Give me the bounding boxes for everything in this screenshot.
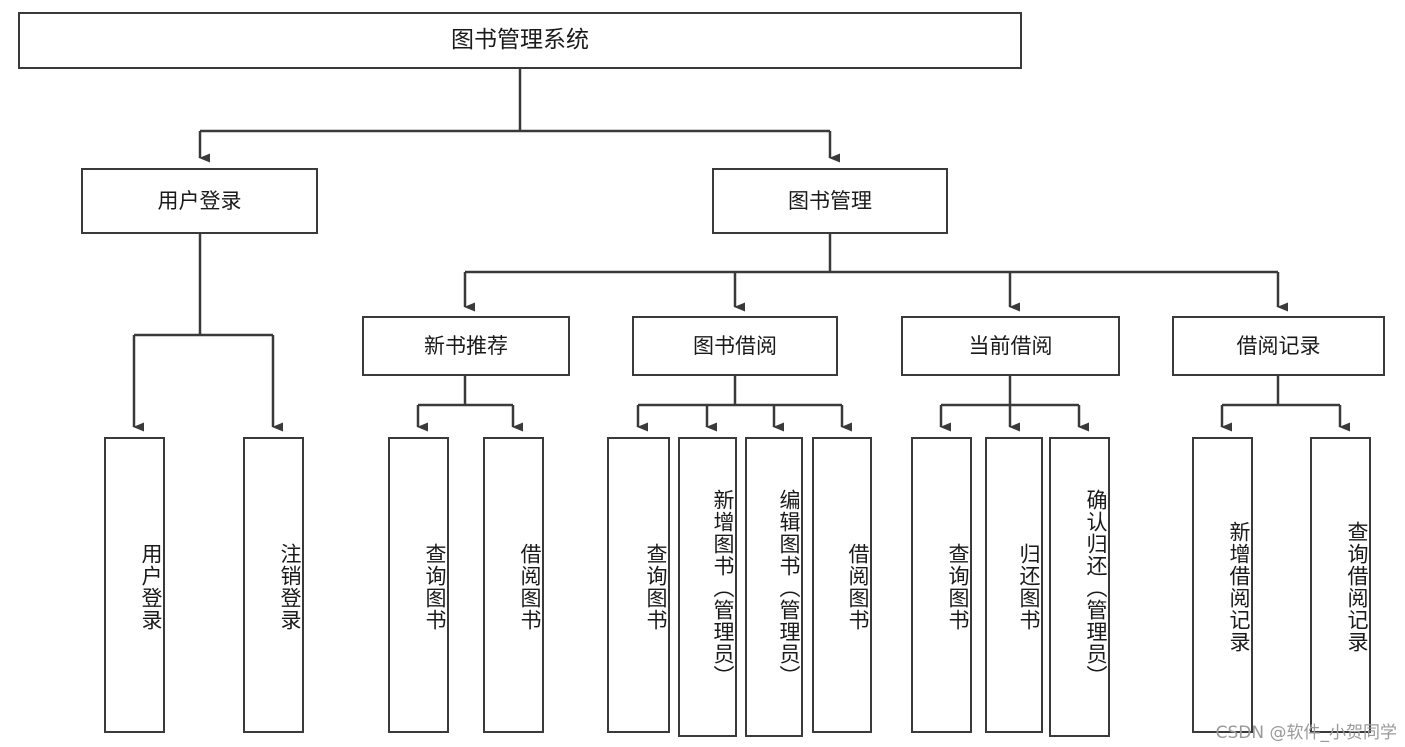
node-current-borrow[interactable]: 当前借阅	[901, 316, 1120, 376]
leaf-edit-book-admin[interactable]: 编辑图书（管理员）	[745, 437, 803, 737]
node-label: 注销登录	[278, 543, 302, 631]
node-book-management[interactable]: 图书管理	[712, 168, 948, 234]
leaf-logout[interactable]: 注销登录	[243, 437, 304, 733]
node-label: 借阅图书	[846, 543, 870, 631]
node-label: 用户登录	[157, 188, 242, 213]
node-label: 新增借阅记录	[1227, 521, 1251, 653]
node-label: 归还图书	[1017, 543, 1041, 631]
leaf-query-borrow-record[interactable]: 查询借阅记录	[1310, 437, 1371, 733]
leaf-query-book-borrow[interactable]: 查询图书	[607, 437, 670, 733]
node-label: 查询借阅记录	[1345, 521, 1369, 653]
node-label: 新增图书（管理员）	[711, 489, 735, 687]
node-label: 查询图书	[946, 543, 970, 631]
node-root-system[interactable]: 图书管理系统	[18, 12, 1022, 69]
node-label: 图书管理	[788, 188, 872, 213]
node-label: 图书管理系统	[451, 26, 589, 53]
leaf-add-book-admin[interactable]: 新增图书（管理员）	[678, 437, 737, 737]
leaf-query-book-recommend[interactable]: 查询图书	[388, 437, 449, 733]
node-label: 查询图书	[644, 543, 668, 631]
csdn-watermark: CSDN @软件_小贺同学	[1215, 723, 1397, 743]
node-label: 编辑图书（管理员）	[777, 489, 801, 687]
node-label: 借阅图书	[518, 543, 542, 631]
node-user-login[interactable]: 用户登录	[81, 168, 318, 234]
leaf-query-book-current[interactable]: 查询图书	[911, 437, 972, 733]
node-book-borrow[interactable]: 图书借阅	[632, 316, 838, 376]
node-new-book-recommend[interactable]: 新书推荐	[362, 316, 570, 376]
leaf-borrow-book[interactable]: 借阅图书	[812, 437, 872, 733]
leaf-return-book[interactable]: 归还图书	[985, 437, 1043, 733]
leaf-confirm-return-admin[interactable]: 确认归还（管理员）	[1049, 437, 1110, 737]
leaf-user-login[interactable]: 用户登录	[104, 437, 165, 733]
node-borrow-record[interactable]: 借阅记录	[1172, 316, 1385, 376]
node-label: 当前借阅	[968, 333, 1053, 358]
node-label: 查询图书	[423, 543, 447, 631]
node-label: 用户登录	[139, 543, 163, 631]
node-label: 新书推荐	[424, 333, 508, 358]
node-label: 确认归还（管理员）	[1084, 489, 1108, 687]
node-label: 图书借阅	[693, 333, 777, 358]
node-label: 借阅记录	[1236, 333, 1321, 358]
leaf-add-borrow-record[interactable]: 新增借阅记录	[1192, 437, 1253, 733]
leaf-borrow-book-recommend[interactable]: 借阅图书	[483, 437, 544, 733]
